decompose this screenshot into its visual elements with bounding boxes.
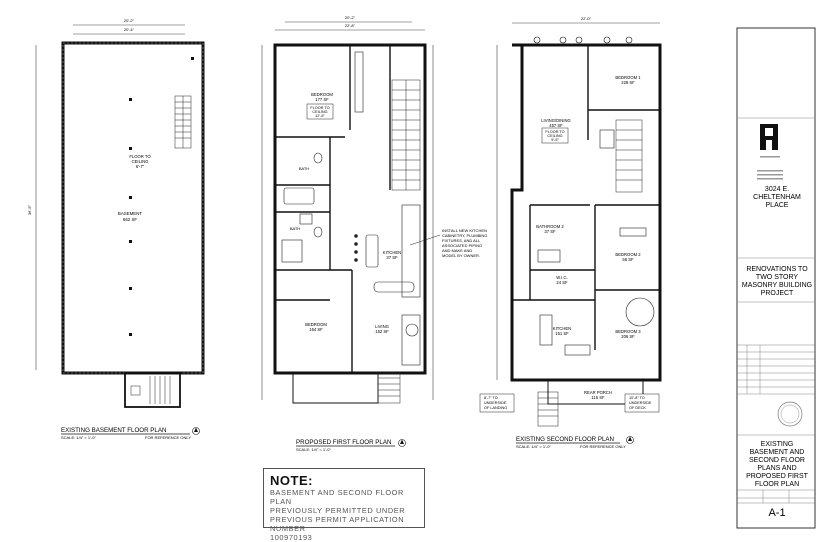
note-body: BASEMENT AND SECOND FLOOR PLAN PREVIOUSL… [270, 488, 406, 542]
svg-text:CEILING: CEILING [132, 159, 149, 164]
sheet-title-line-2: BASEMENT AND [750, 449, 805, 456]
svg-text:BEDROOM: BEDROOM [305, 322, 327, 327]
svg-text:AND MAKE AND: AND MAKE AND [442, 248, 472, 253]
svg-text:KITCHEN: KITCHEN [553, 326, 571, 331]
svg-text:ASSOCIATED PIPING: ASSOCIATED PIPING [442, 243, 482, 248]
svg-text:37 SF: 37 SF [386, 255, 398, 260]
svg-text:BATH: BATH [299, 166, 309, 171]
basement-floor-plan: 20'-2" 20'-4" 36'-5" FLOOR TO CEILING 6'… [27, 18, 205, 440]
second-floor-plan: 22'-0" [479, 16, 662, 449]
svg-text:OF LANDING: OF LANDING [484, 406, 507, 410]
svg-text:CEILING: CEILING [312, 110, 327, 114]
svg-text:BEDROOM 3: BEDROOM 3 [615, 329, 641, 334]
basement-dim-top-1: 20'-2" [124, 18, 135, 23]
svg-text:FLOOR TO: FLOOR TO [545, 130, 564, 134]
project-line-4: PROJECT [761, 290, 794, 297]
sheet-title-line-1: EXISTING [761, 441, 794, 448]
svg-text:W.I.C.: W.I.C. [556, 275, 567, 280]
first-floor-plan: 20'-2" 22'-8" [261, 15, 487, 452]
sheet-title-line-3: SECOND FLOOR [749, 457, 805, 464]
address-line-1: 3024 E. [765, 186, 789, 193]
svg-text:BATHROOM 2: BATHROOM 2 [536, 224, 564, 229]
kitchen-note: INSTALL NEW KITCHEN CABINETRY, PLUMBING … [442, 228, 487, 258]
svg-text:INSTALL NEW KITCHEN: INSTALL NEW KITCHEN [442, 228, 487, 233]
svg-text:OF DECK: OF DECK [629, 406, 646, 410]
first-dim-top-1: 20'-2" [345, 15, 356, 20]
svg-text:164 SF: 164 SF [309, 327, 323, 332]
first-plan-title: PROPOSED FIRST FLOOR PLAN [296, 439, 391, 446]
sheet-title-line-5: PROPOSED FIRST [746, 473, 809, 480]
address-line-3: PLACE [766, 202, 789, 209]
second-plan-ref: FOR REFERENCE ONLY [580, 444, 626, 449]
architect-seal [777, 401, 803, 427]
svg-text:56 SF: 56 SF [622, 257, 634, 262]
first-plan-scale: SCALE: 1/4" = 1'-0" [296, 447, 331, 452]
note-title: NOTE: [270, 473, 313, 488]
svg-text:MODEL BY OWNER.: MODEL BY OWNER. [442, 253, 480, 258]
svg-text:FLOOR TO: FLOOR TO [129, 154, 151, 159]
svg-text:151 SF: 151 SF [555, 331, 569, 336]
project-line-3: MASONRY BUILDING [742, 282, 812, 289]
svg-text:BATH: BATH [290, 226, 300, 231]
svg-text:115 SF: 115 SF [591, 395, 605, 400]
basement-room-label: BASEMENT [118, 211, 142, 216]
svg-text:10'-8" TO: 10'-8" TO [629, 396, 645, 400]
svg-text:9'-5": 9'-5" [551, 138, 559, 142]
svg-text:457 SF: 457 SF [549, 123, 563, 128]
basement-plan-scale: SCALE: 1/4" = 1'-0" [61, 435, 96, 440]
svg-text:LIVING/DINING: LIVING/DINING [541, 118, 571, 123]
svg-text:FIXTURES, AND ALL: FIXTURES, AND ALL [442, 238, 481, 243]
sheet-title-line-6: FLOOR PLAN [755, 481, 799, 488]
svg-text:KITCHEN: KITCHEN [383, 250, 401, 255]
svg-text:177 SF: 177 SF [315, 97, 329, 102]
svg-text:152 SF: 152 SF [375, 329, 389, 334]
basement-dim-top-2: 20'-4" [124, 27, 135, 32]
second-plan-scale: SCALE: 1/4" = 1'-0" [516, 444, 551, 449]
title-block: 3024 E. CHELTENHAM PLACE RENOVATIONS TO … [736, 27, 816, 529]
project-line-2: TWO STORY [756, 274, 798, 281]
sheet-number: A-1 [768, 507, 785, 519]
project-line-1: RENOVATIONS TO [746, 266, 808, 273]
svg-text:BEDROOM: BEDROOM [311, 92, 333, 97]
svg-text:CABINETRY, PLUMBING: CABINETRY, PLUMBING [442, 233, 487, 238]
basement-plan-ref: FOR REFERENCE ONLY [145, 435, 191, 440]
svg-text:12'-5": 12'-5" [315, 114, 325, 118]
svg-text:6'-7": 6'-7" [136, 164, 145, 169]
svg-text:BEDROOM 1: BEDROOM 1 [615, 75, 641, 80]
svg-text:BEDROOM 2: BEDROOM 2 [615, 252, 641, 257]
svg-text:LIVING: LIVING [375, 324, 389, 329]
svg-text:24 SF: 24 SF [556, 280, 568, 285]
svg-text:UNDERSIDE: UNDERSIDE [484, 401, 507, 405]
svg-text:UNDERSIDE: UNDERSIDE [629, 401, 652, 405]
second-plan-title: EXISTING SECOND FLOOR PLAN [516, 436, 614, 443]
basement-plan-title: EXISTING BASEMENT FLOOR PLAN [61, 427, 166, 434]
svg-text:37 SF: 37 SF [544, 229, 556, 234]
first-dim-top-2: 22'-8" [345, 23, 356, 28]
second-dim-top: 22'-0" [581, 16, 592, 21]
firm-logo [760, 124, 778, 150]
svg-text:REAR PORCH: REAR PORCH [584, 390, 612, 395]
basement-dim-side: 36'-5" [27, 204, 32, 215]
svg-text:228 SF: 228 SF [621, 80, 635, 85]
sheet-title-line-4: PLANS AND [757, 465, 796, 472]
permit-note: NOTE: BASEMENT AND SECOND FLOOR PLAN PRE… [263, 468, 425, 542]
svg-text:CEILING: CEILING [547, 134, 562, 138]
svg-text:206 SF: 206 SF [621, 334, 635, 339]
basement-room-area: 662 SF [123, 217, 137, 222]
svg-text:8'-7" TO: 8'-7" TO [484, 396, 498, 400]
address-line-2: CHELTENHAM [753, 194, 801, 201]
svg-text:FLOOR TO: FLOOR TO [310, 106, 329, 110]
